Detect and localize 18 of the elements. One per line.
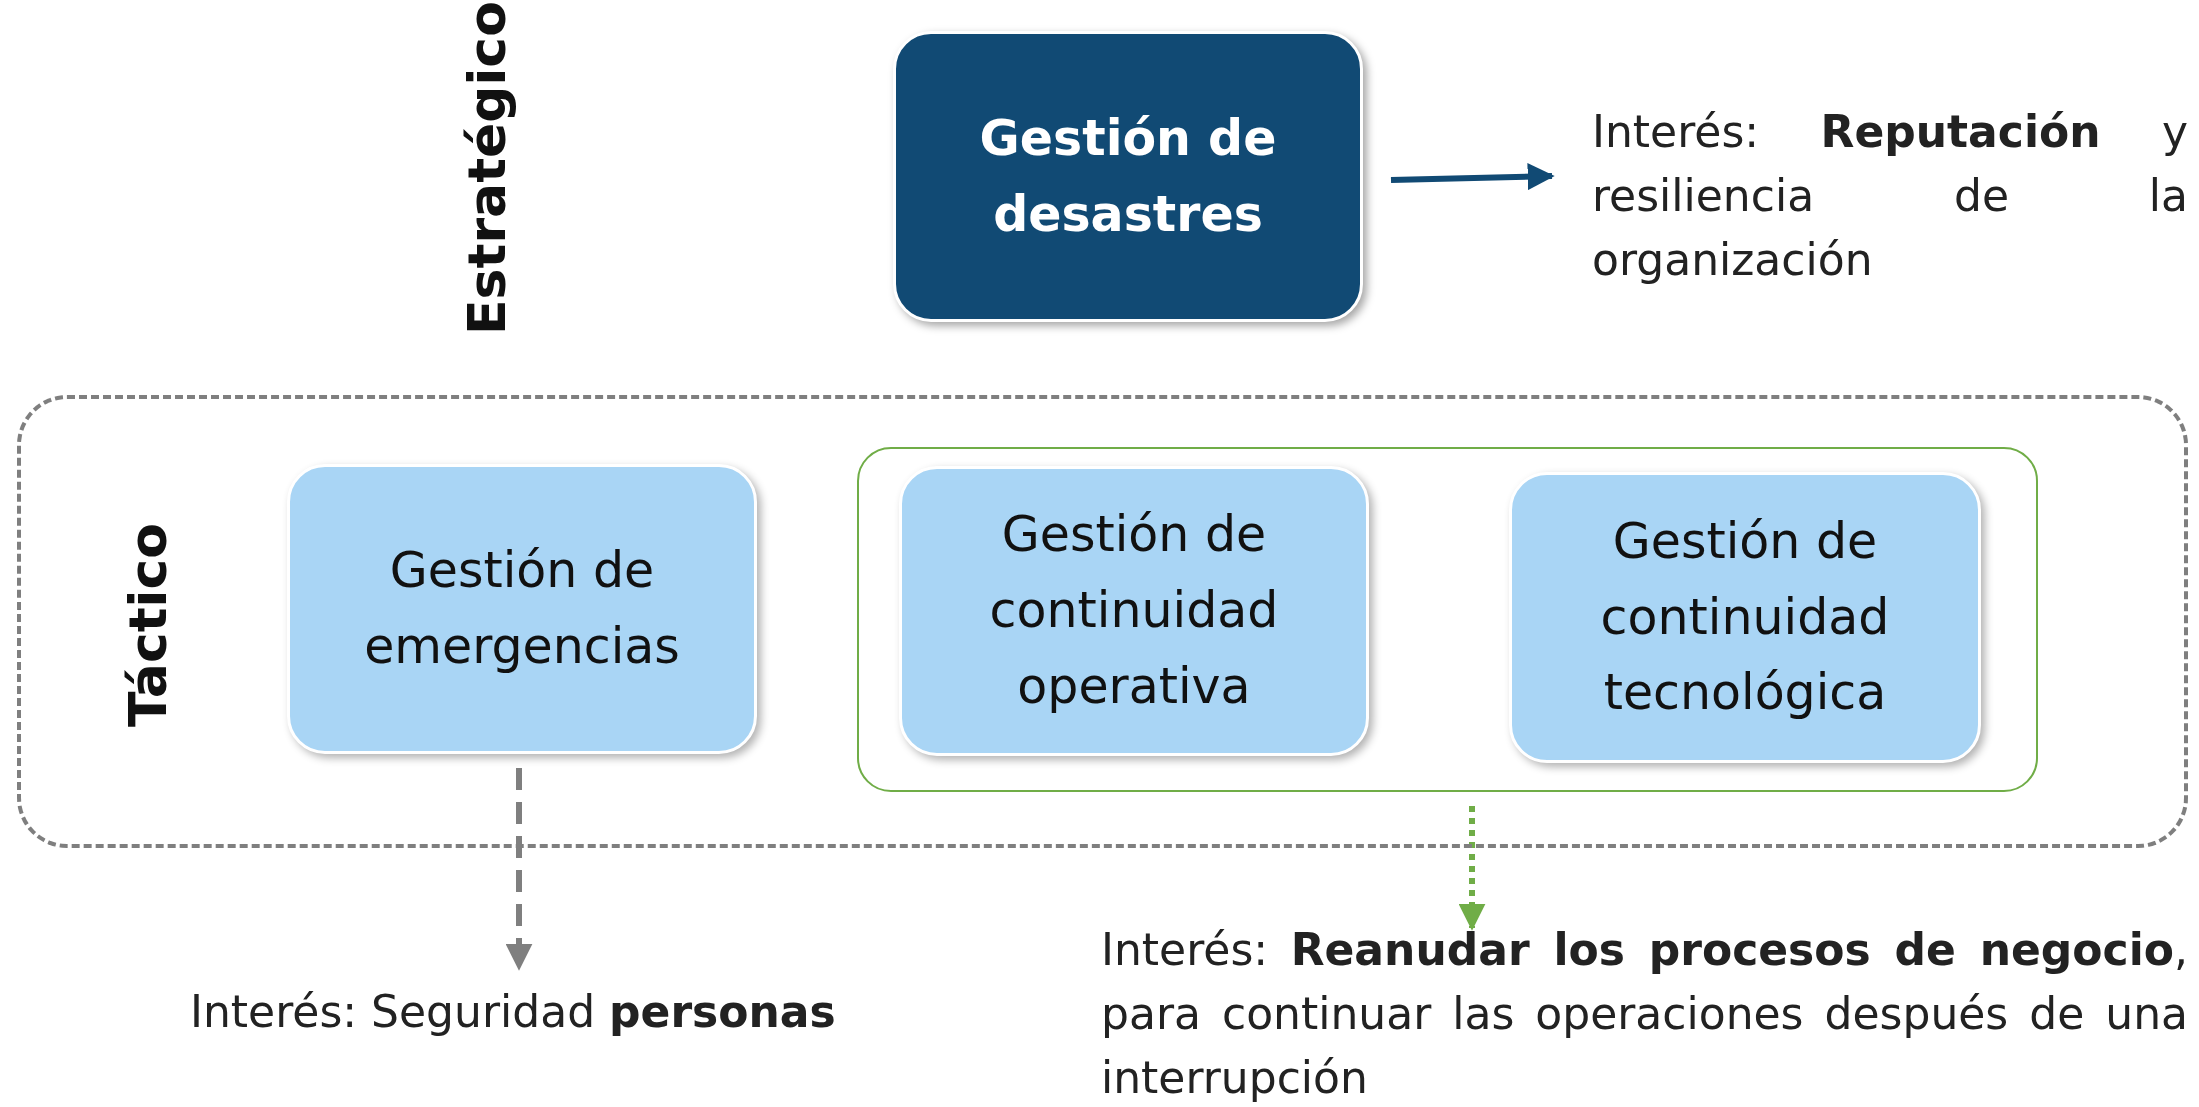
box-label: Gestión de desastres [978, 108, 1278, 245]
arrow [505, 768, 533, 971]
process-box [1509, 472, 1981, 763]
arrow [1390, 163, 1555, 191]
interest-text: Interés: Reputación y resiliencia de la organización [1592, 105, 2188, 287]
interest-text: Interés: Reanudar los procesos de negocio, para continuar las operaciones después de una interrupción [1101, 923, 2188, 1105]
arrow [1458, 806, 1486, 931]
level-label: Estratégico [457, 1, 517, 335]
group-box [857, 447, 2038, 792]
level-label: Táctico [118, 523, 178, 727]
process-box [899, 466, 1369, 756]
dashed-region [17, 395, 2188, 848]
process-box [287, 464, 757, 754]
box-label: Gestión de emergencias [363, 541, 681, 677]
box-label: Gestión de continuidad tecnológica [1599, 511, 1891, 724]
box-label: Gestión de continuidad operativa [988, 505, 1280, 717]
interest-text: Interés: Seguridad personas [190, 985, 837, 1039]
process-box [893, 31, 1363, 322]
